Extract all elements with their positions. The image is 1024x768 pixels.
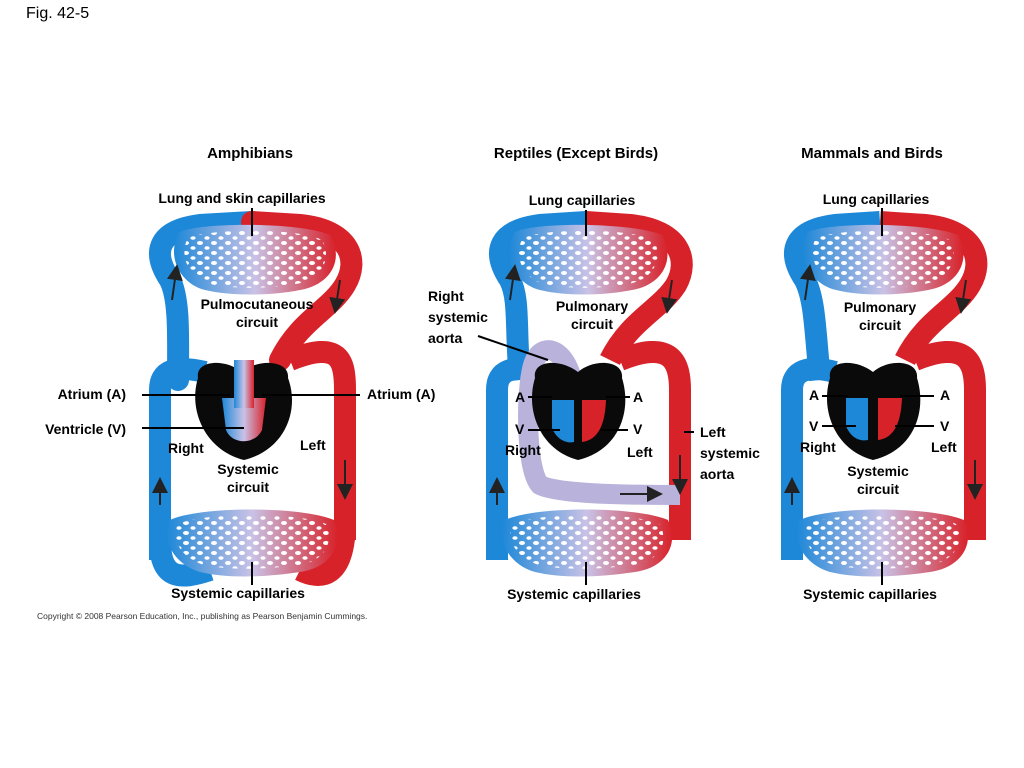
- reptile-arrow-lung-down: [661, 279, 678, 314]
- amphibian-top-circuit-line1: Pulmocutaneous: [201, 296, 314, 312]
- amphibian-lung-capillary-cells: [184, 230, 326, 288]
- amphibian-title: Amphibians: [207, 145, 293, 162]
- mammal-v-right-label: V: [940, 418, 950, 434]
- amphibian-arrow-lung-up: [166, 264, 183, 301]
- reptile-right-aorta-leader: [477, 335, 549, 361]
- amphibian-systemic-red: [295, 519, 356, 586]
- amphibian-ventricle-mixed: [222, 398, 266, 442]
- amphibian-vena-cava: [149, 358, 208, 560]
- mammal-right-label: Right: [800, 439, 836, 455]
- amphibian-ventricle-stripe: [234, 360, 254, 408]
- reptile-left-aorta-line1: Left: [700, 424, 726, 440]
- figure-label: Fig. 42-5: [26, 5, 90, 22]
- amphibian-aorta: [285, 341, 356, 540]
- reptile-right-aorta-line2: systemic: [428, 309, 488, 325]
- amphibian-bottom-capillaries-label: Systemic capillaries: [171, 585, 305, 601]
- amphibian-panel: Amphibians Lung and skin capillaries Pul…: [45, 145, 435, 601]
- reptile-left-label: Left: [627, 444, 653, 460]
- reptile-a-right-label: A: [633, 389, 643, 405]
- amphibian-right-label: Right: [168, 440, 204, 456]
- reptile-top-circuit-line1: Pulmonary: [556, 298, 629, 314]
- amphibian-systemic-capillary-cells: [175, 515, 329, 569]
- mammal-right-ventricle: [846, 398, 868, 441]
- mammal-a-left-label: A: [809, 387, 819, 403]
- reptile-left-aorta: [615, 340, 691, 540]
- amphibian-ventricle-label: Ventricle (V): [45, 421, 126, 437]
- reptile-systemic-capillary-cells: [510, 515, 664, 569]
- mammal-bottom-capillaries-label: Systemic capillaries: [803, 586, 937, 602]
- mammal-aorta: [910, 340, 986, 540]
- mammal-left-ventricle: [878, 398, 902, 440]
- reptile-right-aorta-line3: aorta: [428, 330, 462, 346]
- mammal-lung-capillary-cells: [812, 230, 954, 288]
- mammal-arrow-lung-up: [799, 264, 816, 301]
- mammal-heart: [826, 362, 921, 460]
- reptile-arrow-lung-up: [504, 264, 521, 301]
- mammal-arrow-lung-down: [955, 279, 972, 314]
- reptile-bottom-capillaries-label: Systemic capillaries: [507, 586, 641, 602]
- reptile-left-aorta-line2: systemic: [700, 445, 760, 461]
- copyright-notice: Copyright © 2008 Pearson Education, Inc.…: [37, 611, 368, 621]
- reptile-top-capillaries-label: Lung capillaries: [529, 192, 636, 208]
- mammal-top-circuit-line2: circuit: [859, 317, 901, 333]
- reptile-left-aorta-line3: aorta: [700, 466, 734, 482]
- reptile-title: Reptiles (Except Birds): [494, 145, 658, 162]
- reptile-heart: [531, 362, 626, 460]
- mammal-vena-cava: [781, 358, 838, 560]
- mammal-top-circuit-line1: Pulmonary: [844, 299, 917, 315]
- amphibian-systemic-blue: [149, 539, 214, 587]
- mammal-left-label: Left: [931, 439, 957, 455]
- mammal-top-capillaries-label: Lung capillaries: [823, 191, 930, 207]
- mammal-systemic-capillary-cells: [805, 515, 960, 569]
- amphibian-arrow-lung-down: [329, 279, 346, 314]
- reptile-panel: Reptiles (Except Birds) Lung capillaries…: [428, 145, 760, 602]
- reptile-lung-capillary-cells: [518, 230, 658, 288]
- mammal-pulmonary-red-loop: [879, 211, 988, 366]
- reptile-pulmonary-red-loop: [585, 211, 693, 366]
- mammal-panel: Mammals and Birds Lung capillaries Pulmo…: [781, 145, 988, 602]
- reptile-right-systemic-aorta: [518, 340, 681, 505]
- amphibian-bottom-circuit-line1: Systemic: [217, 461, 279, 477]
- reptile-right-label: Right: [505, 442, 541, 458]
- mammal-bottom-circuit-line1: Systemic: [847, 463, 909, 479]
- reptile-v-left-label: V: [515, 421, 525, 437]
- amphibian-atrium-left-label: Atrium (A): [58, 386, 126, 402]
- amphibian-pulmonary-red-loop: [241, 211, 363, 371]
- amphibian-top-circuit-line2: circuit: [236, 314, 278, 330]
- reptile-top-circuit-line2: circuit: [571, 316, 613, 332]
- reptile-v-right-label: V: [633, 421, 643, 437]
- mammal-v-left-label: V: [809, 418, 819, 434]
- mammal-a-right-label: A: [940, 387, 950, 403]
- reptile-a-left-label: A: [515, 389, 525, 405]
- reptile-right-ventricle: [552, 400, 574, 443]
- amphibian-atrium-right-label: Atrium (A): [367, 386, 435, 402]
- amphibian-left-label: Left: [300, 437, 326, 453]
- mammal-title: Mammals and Birds: [801, 145, 943, 162]
- reptile-left-ventricle: [582, 400, 606, 442]
- mammal-bottom-circuit-line2: circuit: [857, 481, 899, 497]
- amphibian-bottom-circuit-line2: circuit: [227, 479, 269, 495]
- amphibian-top-capillaries-label: Lung and skin capillaries: [158, 190, 325, 206]
- reptile-right-aorta-line1: Right: [428, 288, 464, 304]
